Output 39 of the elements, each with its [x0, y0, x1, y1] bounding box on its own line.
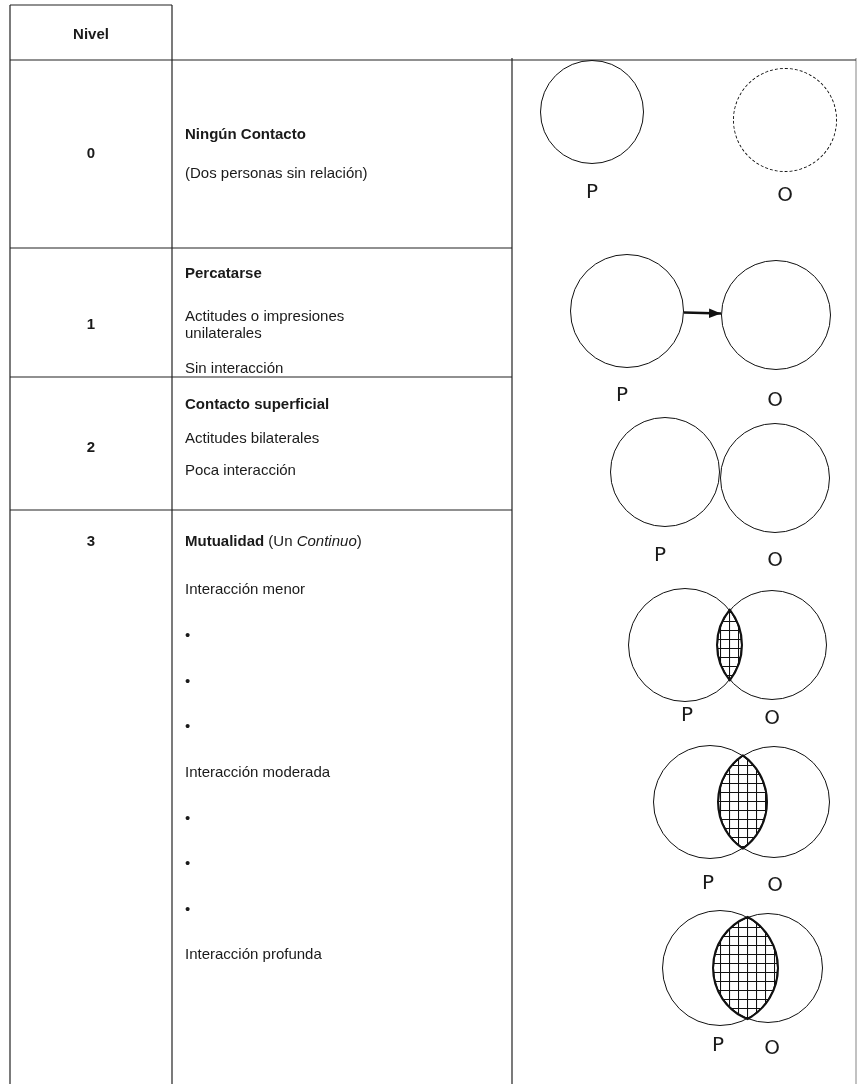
circle-label: P — [700, 871, 716, 893]
level-description: Poca interacción — [185, 461, 297, 478]
level-description: Interacción menor — [185, 580, 307, 597]
circle-label: O — [766, 548, 784, 570]
hatched-overlap — [712, 915, 779, 1021]
hatched-overlap — [717, 754, 768, 850]
level-description: Actitudes bilaterales — [185, 429, 321, 446]
bullet-point: • — [185, 626, 192, 643]
bullet-point: • — [185, 672, 192, 689]
bullet-point: • — [185, 900, 192, 917]
level-number: 1 — [85, 315, 97, 332]
circle-label: O — [763, 1036, 781, 1058]
circle-label: O — [763, 706, 781, 728]
circle-label: O — [766, 873, 784, 895]
level-number: 3 — [85, 532, 97, 549]
level-number: 0 — [85, 144, 97, 161]
column-header: Nivel — [72, 25, 110, 42]
level-title: Mutualidad (Un Continuo) — [185, 532, 363, 549]
circle-label: P — [710, 1033, 726, 1055]
level-title: Ningún Contacto — [185, 125, 307, 142]
level-description: Sin interacción — [185, 359, 285, 376]
bullet-point: • — [185, 717, 192, 734]
bullet-point: • — [185, 854, 192, 871]
circle-label: O — [776, 183, 794, 205]
hatched-overlap — [716, 608, 743, 682]
level-description: (Dos personas sin relación) — [185, 164, 369, 181]
circle-label: O — [766, 388, 784, 410]
circle-label: P — [652, 543, 668, 565]
circle-label: P — [584, 180, 600, 202]
arrow — [683, 308, 722, 318]
circle-label: P — [614, 383, 630, 405]
level-title: Contacto superficial — [185, 395, 331, 412]
circle-label: P — [679, 703, 695, 725]
bullet-point: • — [185, 809, 192, 826]
level-description: Interacción profunda — [185, 945, 323, 962]
level-number: 2 — [85, 438, 97, 455]
level-title: Percatarse — [185, 264, 263, 281]
level-description: Actitudes o impresiones unilaterales — [185, 307, 346, 341]
level-description: Interacción moderada — [185, 763, 332, 780]
